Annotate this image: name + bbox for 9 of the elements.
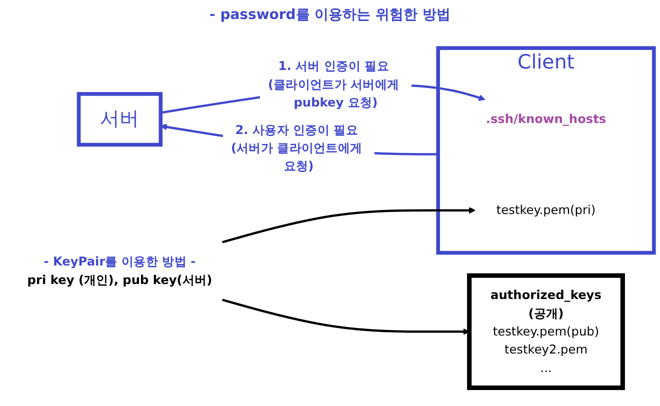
node-text: .ssh/known_hosts [486, 112, 606, 126]
node-text: testkey.pem(pri) [496, 202, 596, 218]
node-text: - KeyPair를 이용한 방법 - pri key (개인), pub key(서버) [27, 254, 212, 288]
edge-label: 1. 서버 인증이 필요 (클라이언트가 서버에게 pubkey 요청) [268, 58, 400, 110]
note-text: - password를 이용하는 위험한 방법 [210, 6, 450, 24]
node-box: authorized_keys (공개) testkey.pem(pub) testkey2.pem ... [467, 273, 625, 390]
node-box: 서버 [76, 92, 163, 147]
arrow [222, 207, 476, 244]
edge-label: 2. 사용자 인증이 필요 (서버가 클라이언트에게 요청) [231, 122, 362, 174]
